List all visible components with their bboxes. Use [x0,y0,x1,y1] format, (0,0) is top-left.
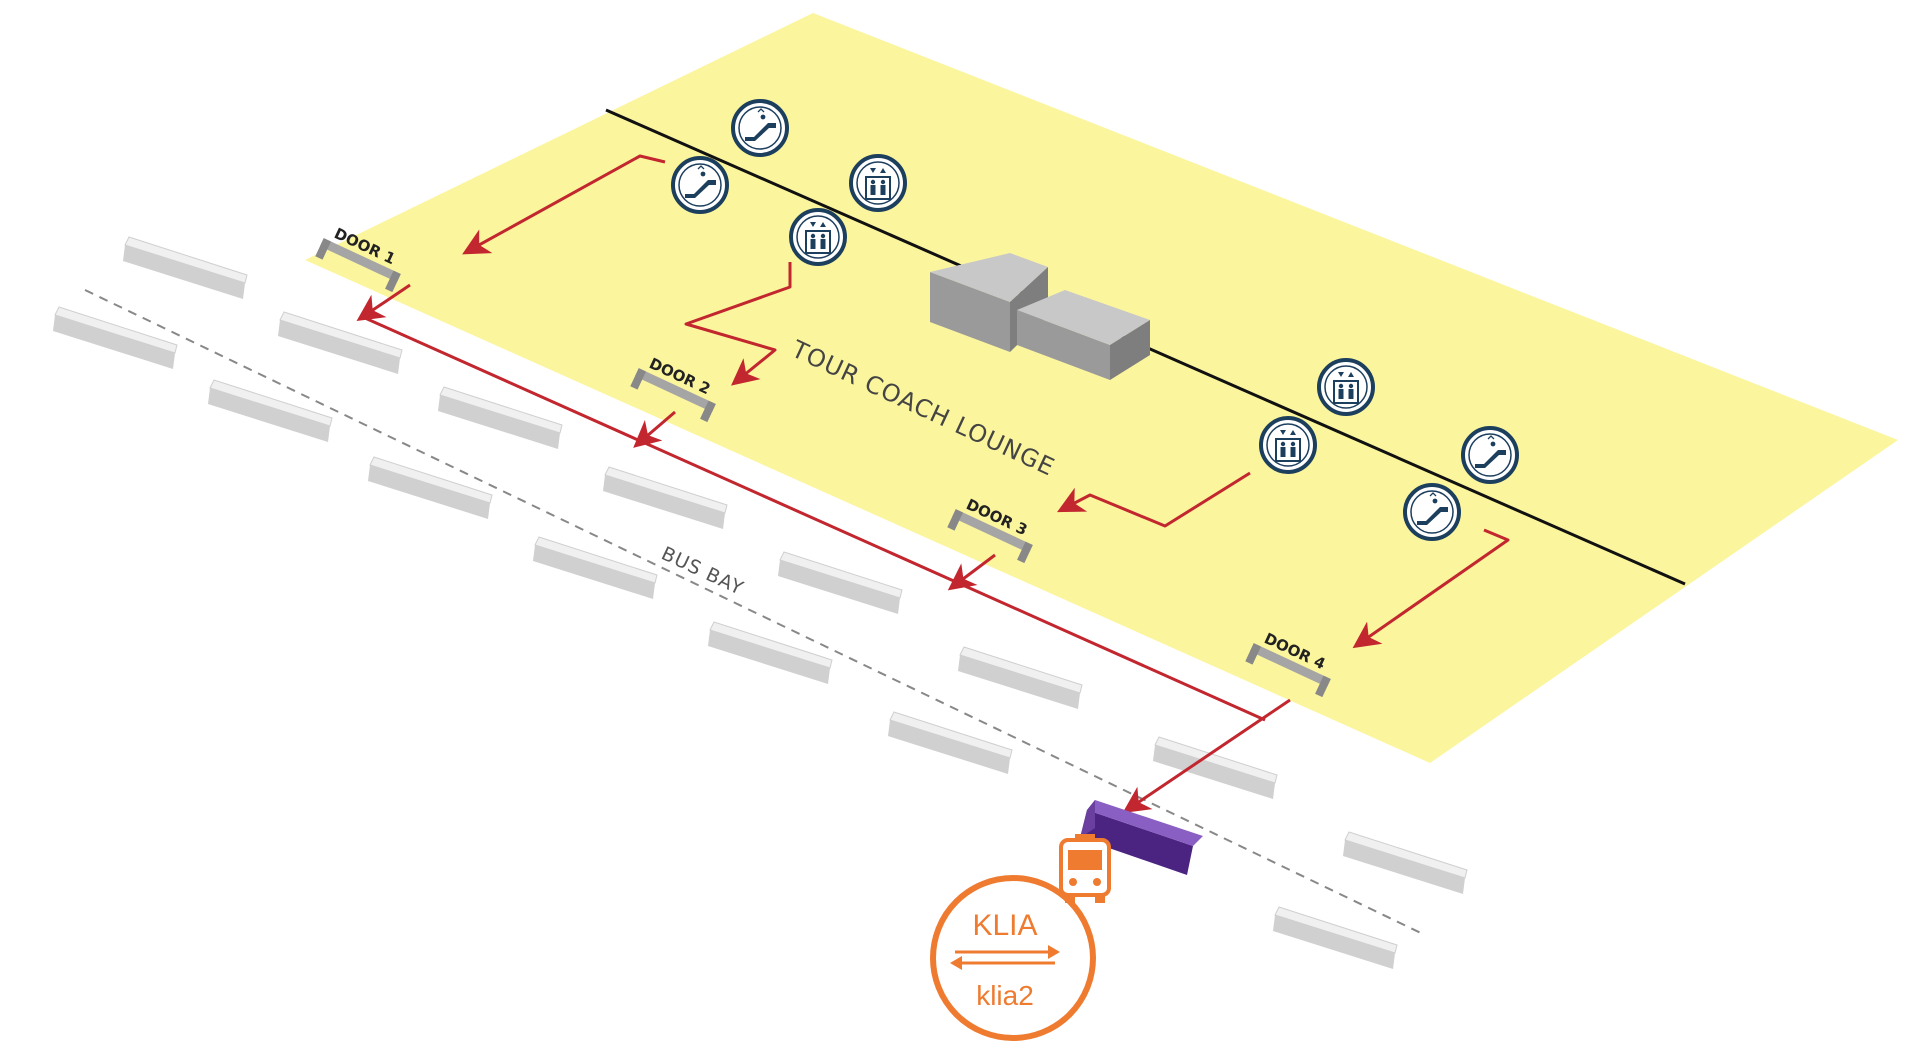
route-door-1-exit [356,283,411,322]
lift-icon [789,208,847,266]
escalator-icon [731,99,789,157]
route-to-door-3 [1057,471,1251,528]
klia-shuttle-logo: KLIA klia2 [930,834,1111,1041]
bus-bay-label: BUS BAY [658,543,747,600]
lift-icon [849,154,907,212]
escalator-icon [1461,426,1519,484]
escalator-icon [671,156,729,214]
bay-block [887,711,1013,775]
lounge-floor [305,13,1898,763]
route-bus-bay-walkway [364,316,1266,722]
logo-top-text: KLIA [972,909,1037,942]
escalator-icon [1403,483,1461,541]
bus-bay-divider-line [84,289,1426,936]
bus-stop-marker [1080,800,1203,875]
logo-bottom-text: klia2 [976,980,1034,1011]
bay-block [1342,831,1468,895]
bay-block [277,311,403,375]
route-to-door-2 [684,262,792,386]
bay-block [207,379,333,443]
route-door-3-exit [947,553,996,591]
route-to-bus-stop [1122,698,1291,814]
route-to-door-4 [1352,528,1510,649]
bay-block [707,621,833,685]
bay-block [532,536,658,600]
bay-block [1152,736,1278,800]
central-building [930,253,1150,380]
bus-icon [1059,834,1111,903]
bay-block [52,306,178,370]
bay-block [122,236,248,300]
bay-block [367,456,493,520]
route-to-door-1 [462,154,666,255]
bidirectional-arrow-icon [950,945,1060,970]
route-door-2-exit [633,410,676,448]
bay-block [957,646,1083,710]
lift-icon [1259,416,1317,474]
walking-routes [356,154,1510,814]
lift-icon [1317,358,1375,416]
bay-block [777,551,903,615]
bay-block [602,466,728,530]
bay-block [1272,906,1398,970]
